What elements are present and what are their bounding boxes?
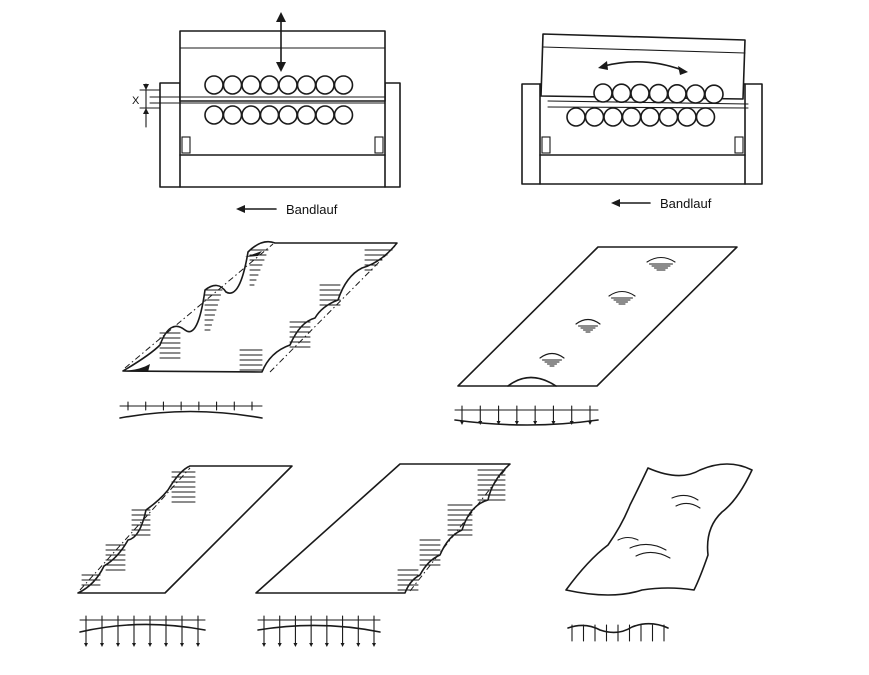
lower-rollers (566, 107, 716, 127)
roller (241, 105, 261, 125)
double-arrow-curved-icon (598, 61, 688, 75)
roller (648, 83, 669, 104)
profile-tick (356, 615, 361, 647)
roller (658, 107, 679, 127)
strip-wavy-edge-right (255, 463, 511, 647)
profile-tick (293, 615, 298, 647)
roller (315, 105, 335, 125)
roller (333, 105, 354, 125)
gap-label: X (132, 95, 140, 107)
profile-tick (132, 615, 136, 647)
roller (677, 107, 697, 127)
roller (667, 84, 687, 104)
strip-wavy-edges-both (119, 240, 398, 419)
buckle-mark (608, 290, 636, 305)
gap-indicator: X (132, 83, 161, 128)
direction-label: Bandlauf (286, 202, 338, 217)
strip-wavy-edge-left (77, 465, 293, 647)
roller (278, 75, 298, 95)
profile-tick (533, 405, 538, 425)
roller (222, 75, 243, 95)
roller (584, 107, 605, 127)
roller (222, 105, 243, 125)
roller-leveler-parallel: X Bandlauf (132, 12, 401, 217)
roller (695, 107, 716, 127)
profile-tick (496, 405, 501, 425)
upper-roller-cassette (540, 33, 746, 100)
roller (603, 107, 623, 127)
cross-section-profile (79, 615, 206, 647)
roller (685, 84, 706, 104)
profile-tick (324, 615, 329, 647)
cross-section-profile (567, 622, 669, 642)
roller (630, 83, 650, 104)
roller (621, 107, 642, 127)
profile-tick (460, 405, 464, 425)
profile-tick (309, 615, 314, 647)
direction-arrow-icon (236, 205, 277, 213)
profile-tick (340, 615, 345, 647)
profile-tick (148, 615, 152, 647)
profile-tick (569, 405, 574, 425)
profile-tick (180, 615, 184, 647)
cross-section-profile (454, 405, 599, 426)
roller (241, 75, 261, 95)
double-arrow-vertical-icon (276, 12, 286, 72)
roller (259, 105, 280, 125)
upper-rollers (593, 83, 724, 104)
roller (704, 84, 724, 104)
profile-tick (372, 615, 376, 647)
direction-arrow-icon (611, 199, 651, 207)
buckle-mark (646, 256, 676, 271)
cross-section-profile (257, 615, 381, 647)
profile-tick (262, 615, 266, 647)
buckle-mark (575, 318, 601, 333)
lower-rollers (204, 105, 354, 125)
profile-tick (164, 615, 168, 647)
roller (593, 83, 613, 103)
profile-tick (116, 615, 120, 647)
profile-tick (84, 615, 88, 647)
roller (259, 75, 280, 95)
strip-wavy (565, 463, 753, 642)
roller (315, 75, 335, 95)
direction-label: Bandlauf (660, 196, 712, 211)
roller (611, 83, 632, 103)
roller (296, 75, 317, 95)
roller (566, 107, 586, 127)
profile-tick (551, 405, 556, 425)
strip-center-buckles (454, 246, 738, 426)
profile-tick (100, 615, 104, 647)
profile-tick (478, 405, 483, 425)
roller (204, 105, 224, 125)
roller (296, 105, 317, 125)
profile-tick (196, 615, 200, 647)
roller (204, 75, 224, 95)
upper-rollers (204, 75, 354, 95)
cross-section-profile (119, 401, 263, 419)
profile-tick (514, 405, 519, 425)
roller (278, 105, 298, 125)
roller (333, 75, 354, 95)
profile-tick (588, 405, 592, 425)
roller-leveler-tilted: Bandlauf (521, 33, 763, 211)
profile-tick (277, 615, 282, 647)
roller (640, 107, 660, 127)
buckle-mark (539, 352, 565, 367)
